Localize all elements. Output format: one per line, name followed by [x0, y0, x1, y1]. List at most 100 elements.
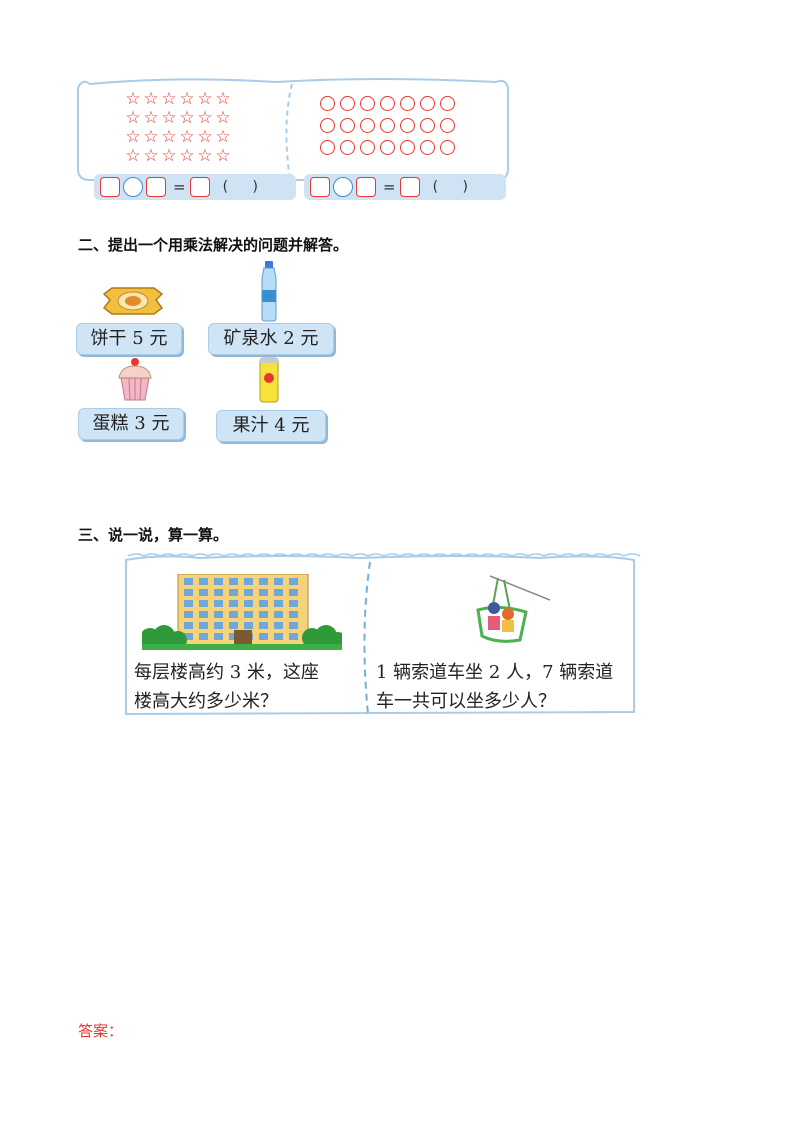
cupcake-icon [118, 358, 152, 401]
juice-can-icon [259, 357, 279, 403]
star-icon: ☆ [125, 108, 141, 128]
window-icon [199, 611, 208, 618]
window-icon [259, 611, 268, 618]
window-icon [259, 633, 268, 640]
star-icon: ☆ [143, 89, 159, 109]
window-icon [289, 578, 298, 585]
star-icon: ☆ [197, 89, 213, 109]
water-bottle-icon [261, 261, 277, 322]
answer-box[interactable] [399, 177, 420, 197]
window-icon [214, 611, 223, 618]
window-icon [184, 622, 193, 629]
circle-icon [360, 140, 375, 155]
unit-parentheses[interactable]: ( ) [432, 179, 478, 195]
panel-outline [125, 553, 640, 716]
window-icon [244, 622, 253, 629]
window-icon [244, 600, 253, 607]
circle-icon [440, 118, 455, 133]
window-icon [214, 622, 223, 629]
window-icon [229, 622, 238, 629]
star-icon: ☆ [143, 146, 159, 166]
star-icon: ☆ [179, 89, 195, 109]
operator-circle[interactable] [333, 177, 353, 197]
window-icon [289, 622, 298, 629]
section2-heading: 二、提出一个用乘法解决的问题并解答。 [78, 236, 349, 254]
equation-bar-left: = ( ) [94, 174, 296, 200]
circle-icon [400, 96, 415, 111]
circle-row [320, 96, 460, 111]
building-illustration [142, 574, 342, 650]
star-icon: ☆ [143, 108, 159, 128]
answer-box[interactable] [100, 177, 120, 197]
star-icon: ☆ [125, 127, 141, 147]
answer-box[interactable] [146, 177, 166, 197]
star-icon: ☆ [161, 146, 177, 166]
answer-box[interactable] [310, 177, 330, 197]
unit-parentheses[interactable]: ( ) [222, 179, 268, 195]
window-icon [274, 611, 283, 618]
window-icon [289, 589, 298, 596]
window-icon [274, 633, 283, 640]
star-row: ☆☆☆☆☆☆ [124, 128, 232, 146]
window-icon [184, 578, 193, 585]
window-icon [229, 600, 238, 607]
answer-label: 答案： [78, 1022, 124, 1040]
circle-icon [360, 118, 375, 133]
window-icon [214, 589, 223, 596]
window-icon [274, 589, 283, 596]
star-icon: ☆ [179, 146, 195, 166]
window-icon [274, 578, 283, 585]
window-icon [259, 622, 268, 629]
window-icon [259, 578, 268, 585]
star-row: ☆☆☆☆☆☆ [124, 109, 232, 127]
equation-bar-right: = ( ) [304, 174, 506, 200]
window-icon [214, 600, 223, 607]
question-line: 楼高大约多少米？ [134, 691, 278, 712]
window-icon [214, 578, 223, 585]
answer-box[interactable] [356, 177, 376, 197]
window-icon [244, 578, 253, 585]
star-icon: ☆ [215, 89, 231, 109]
answer-box[interactable] [189, 177, 210, 197]
star-icon: ☆ [161, 108, 177, 128]
window-icon [289, 600, 298, 607]
window-icon [289, 611, 298, 618]
window-icon [244, 611, 253, 618]
price-tag-biscuit: 饼干 5 元 [76, 323, 182, 355]
circle-icon [400, 118, 415, 133]
window-icon [199, 622, 208, 629]
cable-car-illustration [476, 575, 550, 643]
window-icon [184, 633, 193, 640]
circle-icon [440, 96, 455, 111]
star-icon: ☆ [125, 146, 141, 166]
window-icon [259, 589, 268, 596]
window-icon [289, 633, 298, 640]
circle-row [320, 140, 460, 155]
biscuit-icon [102, 287, 164, 315]
question-line: 车一共可以坐多少人？ [376, 691, 556, 712]
window-icon [199, 578, 208, 585]
star-icon: ☆ [179, 127, 195, 147]
window-icon [199, 600, 208, 607]
star-icon: ☆ [197, 127, 213, 147]
window-icon [199, 589, 208, 596]
circle-icon [340, 96, 355, 111]
equals-sign: = [173, 178, 186, 196]
star-icon: ☆ [161, 89, 177, 109]
window-icon [244, 589, 253, 596]
operator-circle[interactable] [123, 177, 143, 197]
star-icon: ☆ [215, 146, 231, 166]
building-question: 每层楼高约 3 米，这座 楼高大约多少米？ [134, 658, 319, 716]
circle-icon [380, 140, 395, 155]
star-icon: ☆ [125, 89, 141, 109]
word-problem-panel: 每层楼高约 3 米，这座 楼高大约多少米？ 1 辆索道车坐 2 人，7 辆索道 … [120, 552, 640, 718]
circle-icon [440, 140, 455, 155]
circle-icon [340, 118, 355, 133]
star-icon: ☆ [215, 108, 231, 128]
section3-heading: 三、说一说，算一算。 [78, 526, 229, 544]
circle-icon [420, 96, 435, 111]
window-icon [184, 600, 193, 607]
window-icon [274, 600, 283, 607]
circle-icon [340, 140, 355, 155]
star-icon: ☆ [179, 108, 195, 128]
